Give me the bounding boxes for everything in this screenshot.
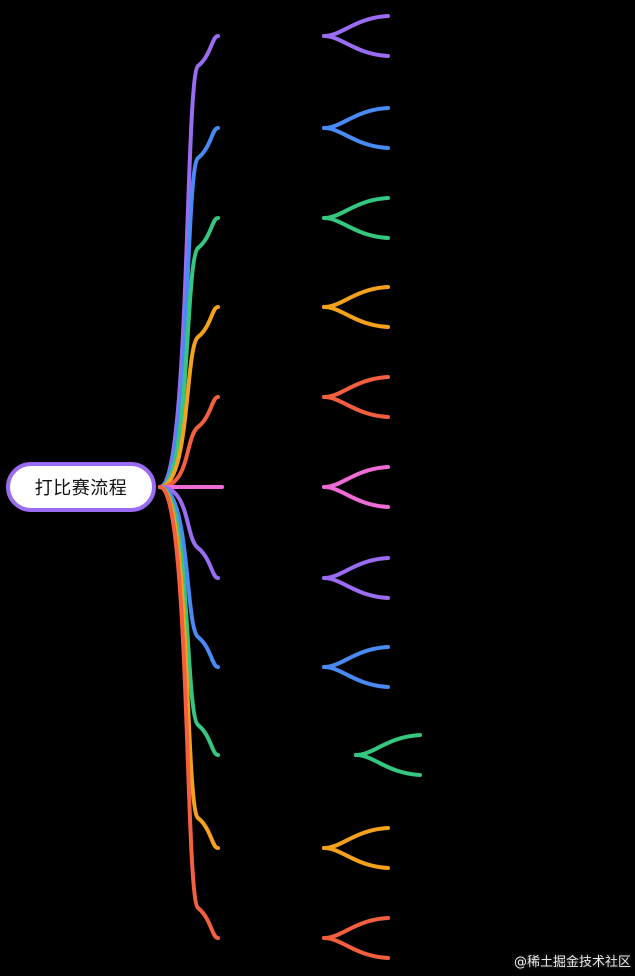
watermark: @稀土掘金技术社区 [513,955,631,970]
child-fork-7 [322,556,390,600]
child-fork-3 [322,196,390,240]
child-fork-4 [322,285,390,329]
root-label: 打比赛流程 [34,478,128,499]
child-fork-1 [322,14,390,58]
child-fork-10 [322,826,390,870]
child-fork-9 [354,733,422,777]
branch-connector-2 [158,126,220,489]
branch-connector-3 [158,216,220,489]
root-node[interactable]: 打比赛流程 [6,462,156,512]
branch-connector-4 [158,305,220,489]
child-fork-5 [322,375,390,419]
child-fork-11 [322,916,390,960]
child-fork-6 [322,465,390,509]
branch-connector-8 [158,485,220,669]
child-forks [322,14,422,960]
branch-connectors [158,34,224,940]
branch-connector-11 [158,485,220,940]
child-fork-8 [322,645,390,689]
child-fork-2 [322,106,390,150]
branch-connector-7 [158,485,220,580]
branch-connector-5 [158,395,220,489]
